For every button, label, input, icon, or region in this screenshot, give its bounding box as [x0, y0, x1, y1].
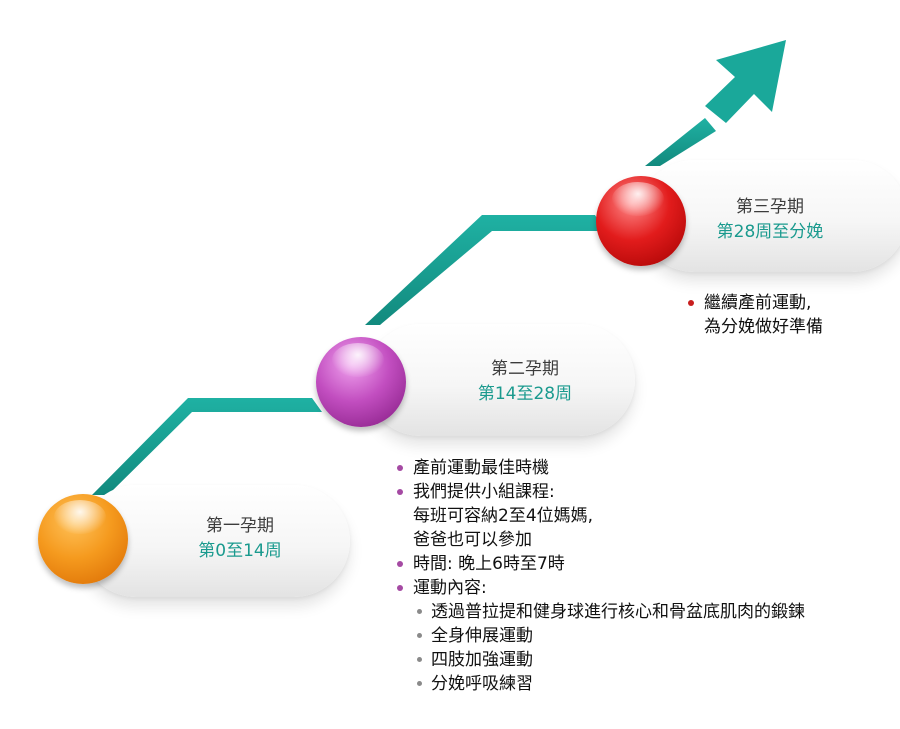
stage-1-text: 第一孕期 第0至14周 [140, 514, 340, 564]
bullet-icon [397, 585, 403, 591]
stage-3-notes: 繼續產前運動, 為分娩做好準備 [686, 291, 823, 339]
arrow-head [705, 40, 786, 123]
list-item: 繼續產前運動, 為分娩做好準備 [686, 291, 823, 339]
sub-list-item: 分娩呼吸練習 [395, 672, 805, 696]
bullet-icon [688, 300, 694, 306]
bullet-icon [417, 657, 422, 662]
stage-2-range: 第14至28周 [477, 384, 573, 404]
stage-2-title: 第二孕期 [491, 359, 559, 379]
stage-1-ball [38, 494, 128, 584]
bullet-icon [397, 465, 403, 471]
bullet-icon [417, 681, 422, 686]
list-item: 我們提供小組課程: 每班可容納2至4位媽媽, 爸爸也可以參加 [395, 480, 805, 552]
stage-2-ball [316, 337, 406, 427]
sub-list-item: 透過普拉提和健身球進行核心和骨盆底肌肉的鍛鍊 [395, 600, 805, 624]
stage-2-notes: 產前運動最佳時機 我們提供小組課程: 每班可容納2至4位媽媽, 爸爸也可以參加 … [395, 456, 805, 696]
arrow-shaft [92, 118, 716, 495]
stage-1-title: 第一孕期 [206, 516, 274, 536]
list-item: 運動內容: [395, 576, 805, 600]
bullet-icon [417, 609, 422, 614]
bullet-icon [397, 561, 403, 567]
bullet-icon [417, 633, 422, 638]
bullet-icon [397, 489, 403, 495]
stage-2-card [365, 324, 635, 436]
stage-3-title: 第三孕期 [736, 197, 804, 217]
stage-3-text: 第三孕期 第28周至分娩 [670, 195, 870, 245]
stage-1-range: 第0至14周 [198, 541, 282, 561]
list-item: 產前運動最佳時機 [395, 456, 805, 480]
stage-2-text: 第二孕期 第14至28周 [425, 357, 625, 407]
sub-list-item: 四肢加強運動 [395, 648, 805, 672]
sub-list-item: 全身伸展運動 [395, 624, 805, 648]
list-item: 時間: 晚上6時至7時 [395, 552, 805, 576]
stage-3-ball [596, 176, 686, 266]
stage-3-range: 第28周至分娩 [716, 222, 824, 242]
